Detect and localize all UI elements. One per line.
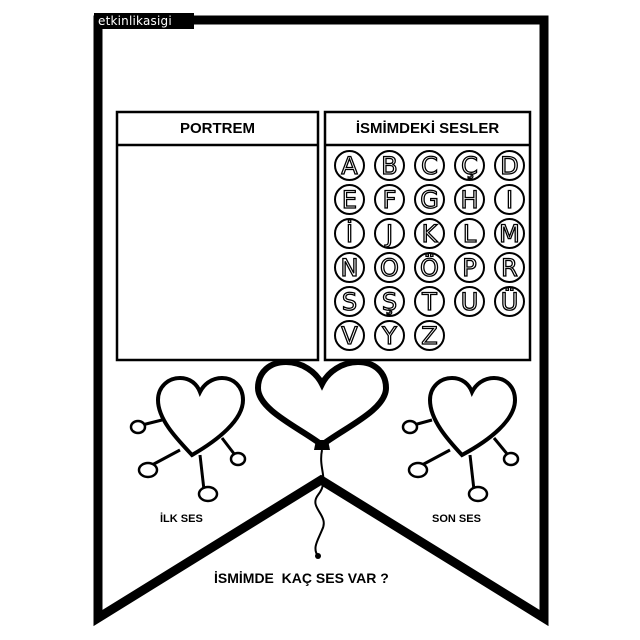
last-sound-label: SON SES xyxy=(432,513,481,525)
letter-circle: S xyxy=(334,286,365,317)
letter-circle: Ö xyxy=(414,252,445,283)
letter-circle: H xyxy=(454,184,485,215)
letter-circle: D xyxy=(494,150,525,181)
letter-circle: U xyxy=(454,286,485,317)
first-sound-label: İLK SES xyxy=(160,513,203,525)
right-heart-character-icon xyxy=(401,375,520,503)
letter-circle: Z xyxy=(414,320,445,351)
letter-circle: P xyxy=(454,252,485,283)
letter-circle: O xyxy=(374,252,405,283)
portrait-box xyxy=(115,110,320,362)
watermark-text: etkinlikasigi xyxy=(98,14,172,28)
letter-circle: J xyxy=(374,218,405,249)
letter-circle: M xyxy=(494,218,525,249)
letter-circle: E xyxy=(334,184,365,215)
sounds-title: İSMİMDEKİ SESLER xyxy=(355,120,500,137)
heart-balloon-icon xyxy=(254,358,390,559)
letter-circle: Ş xyxy=(374,286,405,317)
letter-circle: C xyxy=(414,150,445,181)
portrait-title: PORTREM xyxy=(180,120,255,137)
letter-circle: Ç xyxy=(454,150,485,181)
left-heart-character-icon xyxy=(129,375,247,503)
letter-circle: Ü xyxy=(494,286,525,317)
question-text: İSMİMDE KAÇ SES VAR ? xyxy=(214,570,389,586)
letter-circle: V xyxy=(334,320,365,351)
letter-circle: İ xyxy=(334,218,365,249)
letter-circle: R xyxy=(494,252,525,283)
letter-circle: T xyxy=(414,286,445,317)
letter-circle: B xyxy=(374,150,405,181)
letter-circle: A xyxy=(334,150,365,181)
letter-circle: N xyxy=(334,252,365,283)
letter-circle: G xyxy=(414,184,445,215)
letter-circle: F xyxy=(374,184,405,215)
letter-circle: L xyxy=(454,218,485,249)
letter-circle: K xyxy=(414,218,445,249)
letter-circle: Y xyxy=(374,320,405,351)
letter-circle: I xyxy=(494,184,525,215)
